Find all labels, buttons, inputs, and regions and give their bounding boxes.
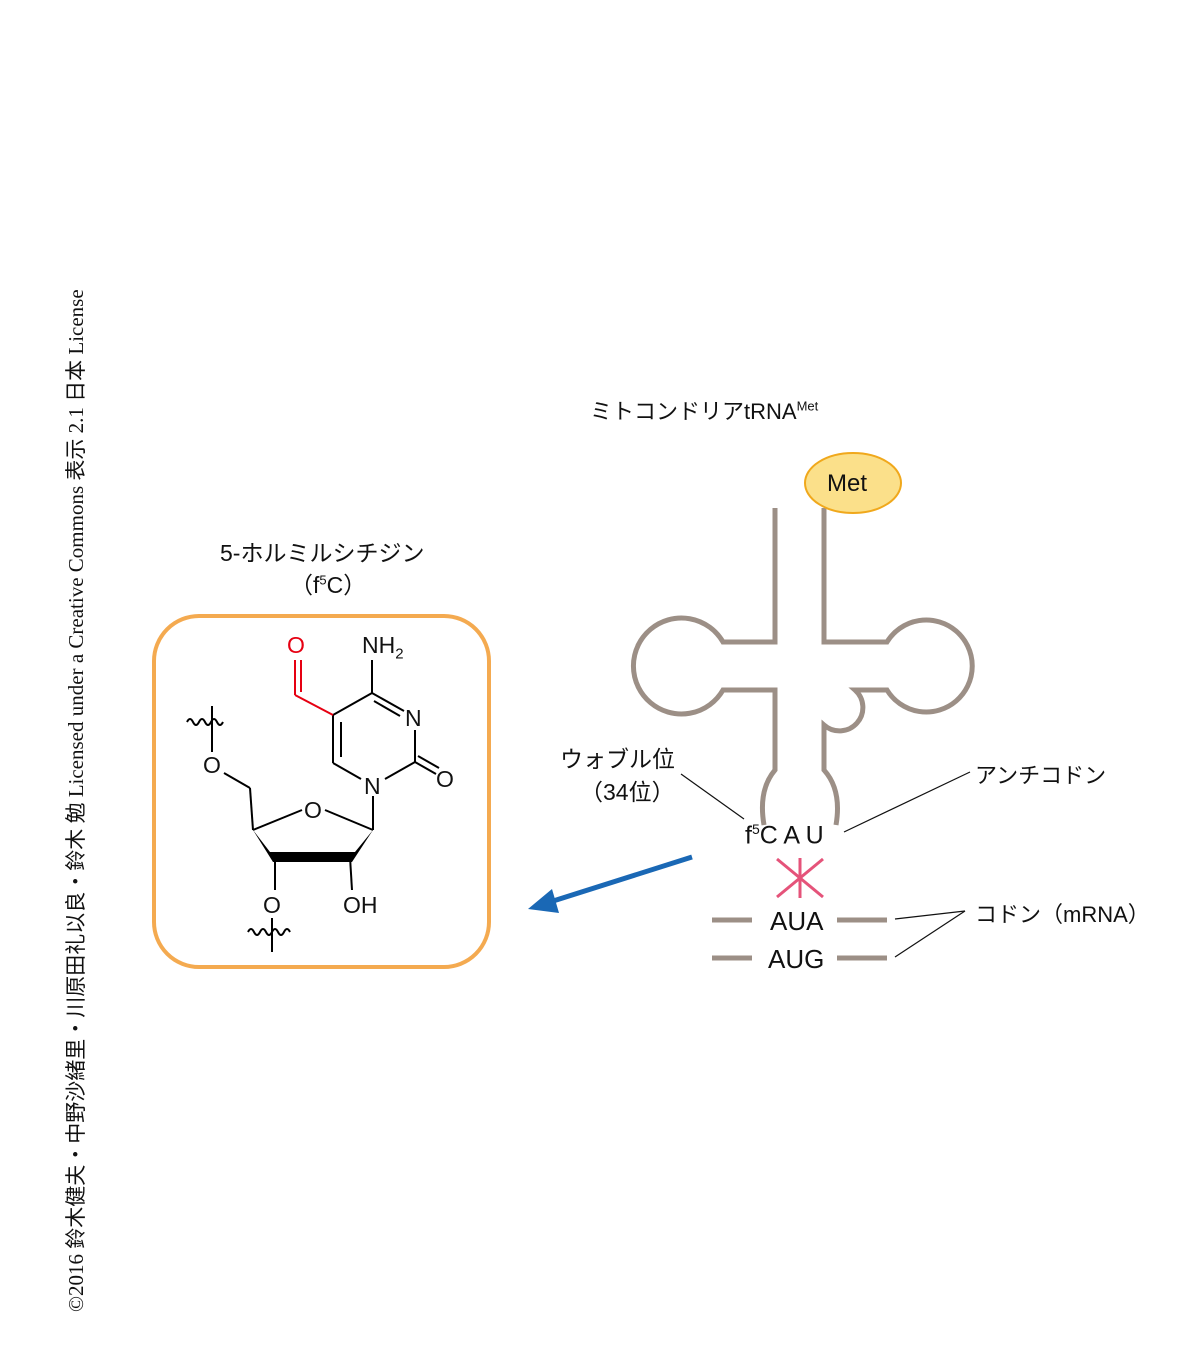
anticodon-sup: 5 [751,821,760,837]
atom-o3: O [263,892,281,918]
codon-aua: AUA [770,906,824,936]
abbr-close: C） [326,572,367,598]
met-amino-acid [804,452,902,514]
molecule-box [152,614,491,969]
atom-nh2: NH2 [362,632,404,663]
mismatch-cross-icon [776,857,824,899]
wobble-label: ウォブル位 [560,746,675,772]
codon-aug: AUG [768,944,825,974]
abbr-open: （f [290,572,320,598]
trna-title: ミトコンドリアtRNAMet [590,394,818,426]
trna-title-sup: Met [796,398,819,414]
trna-cloverleaf [630,508,975,961]
molecule-bonds [186,660,440,952]
leader-lines [680,771,971,958]
nh2-sub: 2 [395,645,404,663]
nucleoside-abbr: （f5C） [290,566,366,600]
nh2-text: NH [362,632,396,658]
atom-aldehyde-o: O [287,632,305,658]
copyright-notice: ©2016 鈴木健夫・中野沙緒里・川原田礼以良・鈴木 勉 Licensed un… [64,289,88,1312]
wobble-position: （34位） [580,779,675,805]
ring-wedge-bonds [253,830,373,862]
anticodon-rest: C A U [759,821,824,850]
anticodon-sequence: f5C A U [745,821,824,850]
arrow-icon [528,854,693,913]
trna-title-text: ミトコンドリアtRNA [590,399,797,424]
atom-ring-o: O [304,797,322,823]
nucleoside-name: 5-ホルミルシチジン [220,540,425,566]
codon-label: コドン（mRNA） [975,902,1150,927]
anticodon-f: f [745,821,752,850]
atom-o5: O [203,752,221,778]
atom-n1: N [364,773,381,799]
atom-o2: O [436,766,454,792]
anticodon-label: アンチコドン [975,763,1107,788]
atom-n3: N [405,705,422,731]
abbr-sup: 5 [319,572,327,588]
aldehyde-group [294,660,334,716]
atom-oh: OH [343,892,378,918]
met-label: Met [827,470,868,497]
